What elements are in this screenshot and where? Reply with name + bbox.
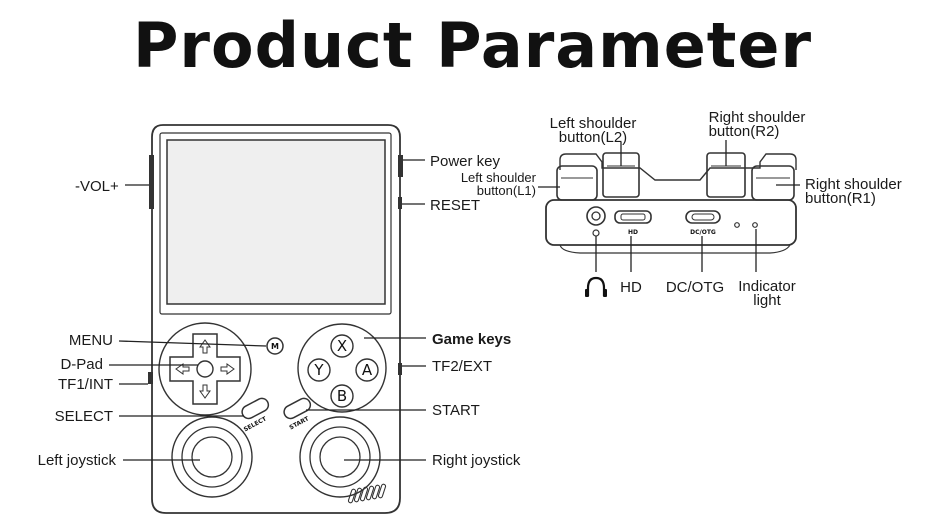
- label-right-joystick: Right joystick: [432, 452, 521, 469]
- label-l2-line2: button(L2): [559, 129, 627, 146]
- label-r1-line2: button(R1): [805, 190, 876, 207]
- screen-bezel: [159, 132, 392, 315]
- start-button: START: [283, 397, 312, 431]
- shoulder-r1: [751, 165, 795, 201]
- label-reset: RESET: [430, 197, 480, 214]
- page-title: Product Parameter: [132, 9, 813, 82]
- y-button: Y: [313, 361, 324, 379]
- indicator-light-1: [734, 222, 740, 228]
- start-button-print: START: [288, 415, 311, 431]
- arrow-down-icon: [199, 384, 211, 399]
- indicator-light-2: [752, 222, 758, 228]
- hd-port: HD: [614, 210, 652, 236]
- headphone-icon: [585, 276, 607, 297]
- top-labels: Left shoulder button(L2) Right shoulder …: [461, 109, 902, 309]
- d-pad: [158, 322, 252, 416]
- top-shell: [559, 153, 797, 181]
- label-indicator-line2: light: [753, 292, 781, 309]
- label-r2-line2: button(R2): [709, 123, 780, 140]
- label-indicator-line1: Indicator: [738, 278, 796, 295]
- label-hd: HD: [620, 279, 642, 296]
- top-leader-lines: [538, 140, 800, 272]
- dc-otg-port: DC/OTG: [685, 210, 721, 236]
- label-left-joystick: Left joystick: [38, 452, 117, 469]
- label-power-key: Power key: [430, 153, 501, 170]
- top-face: [545, 199, 797, 246]
- arrow-right-icon: [220, 363, 235, 375]
- label-r2-line1: Right shoulder: [709, 109, 806, 126]
- label-l2-line1: Left shoulder: [550, 115, 637, 132]
- label-tf1: TF1/INT: [58, 376, 113, 393]
- hd-port-print: HD: [628, 229, 638, 236]
- front-view: M X Y A B SELECT START: [148, 124, 403, 514]
- label-l1-line2: button(L1): [477, 183, 536, 198]
- label-menu: MENU: [69, 332, 113, 349]
- game-keys: X Y A B: [297, 323, 387, 413]
- left-joystick: [171, 416, 253, 498]
- speaker-grille: [347, 483, 387, 504]
- label-dc-otg: DC/OTG: [666, 279, 724, 296]
- label-select: SELECT: [55, 408, 113, 425]
- label-dpad: D-Pad: [60, 356, 103, 373]
- shoulder-l1: [556, 165, 598, 201]
- menu-button: M: [266, 337, 284, 355]
- arrow-up-icon: [199, 339, 211, 354]
- label-vol: -VOL+: [75, 178, 119, 195]
- screen: [166, 139, 386, 305]
- a-button: A: [362, 361, 373, 379]
- label-l1-line1: Left shoulder: [461, 170, 537, 185]
- front-leader-lines: [109, 159, 426, 461]
- x-button: X: [337, 337, 347, 355]
- label-tf2: TF2/EXT: [432, 358, 492, 375]
- top-view: HD DC/OTG: [545, 152, 797, 254]
- label-start: START: [432, 402, 480, 419]
- tf1-slot: [148, 372, 153, 384]
- menu-button-print: M: [271, 342, 279, 351]
- b-button: B: [337, 387, 347, 405]
- right-joystick: [299, 416, 381, 498]
- front-labels: -VOL+ Power key RESET MENU D-Pad TF1/INT…: [38, 153, 521, 469]
- device-body: [151, 124, 401, 514]
- label-r1-line1: Right shoulder: [805, 176, 902, 193]
- headphone-jack: [586, 206, 606, 237]
- dc-otg-port-print: DC/OTG: [690, 229, 716, 236]
- label-game-keys: Game keys: [432, 331, 511, 348]
- select-button: SELECT: [241, 397, 270, 433]
